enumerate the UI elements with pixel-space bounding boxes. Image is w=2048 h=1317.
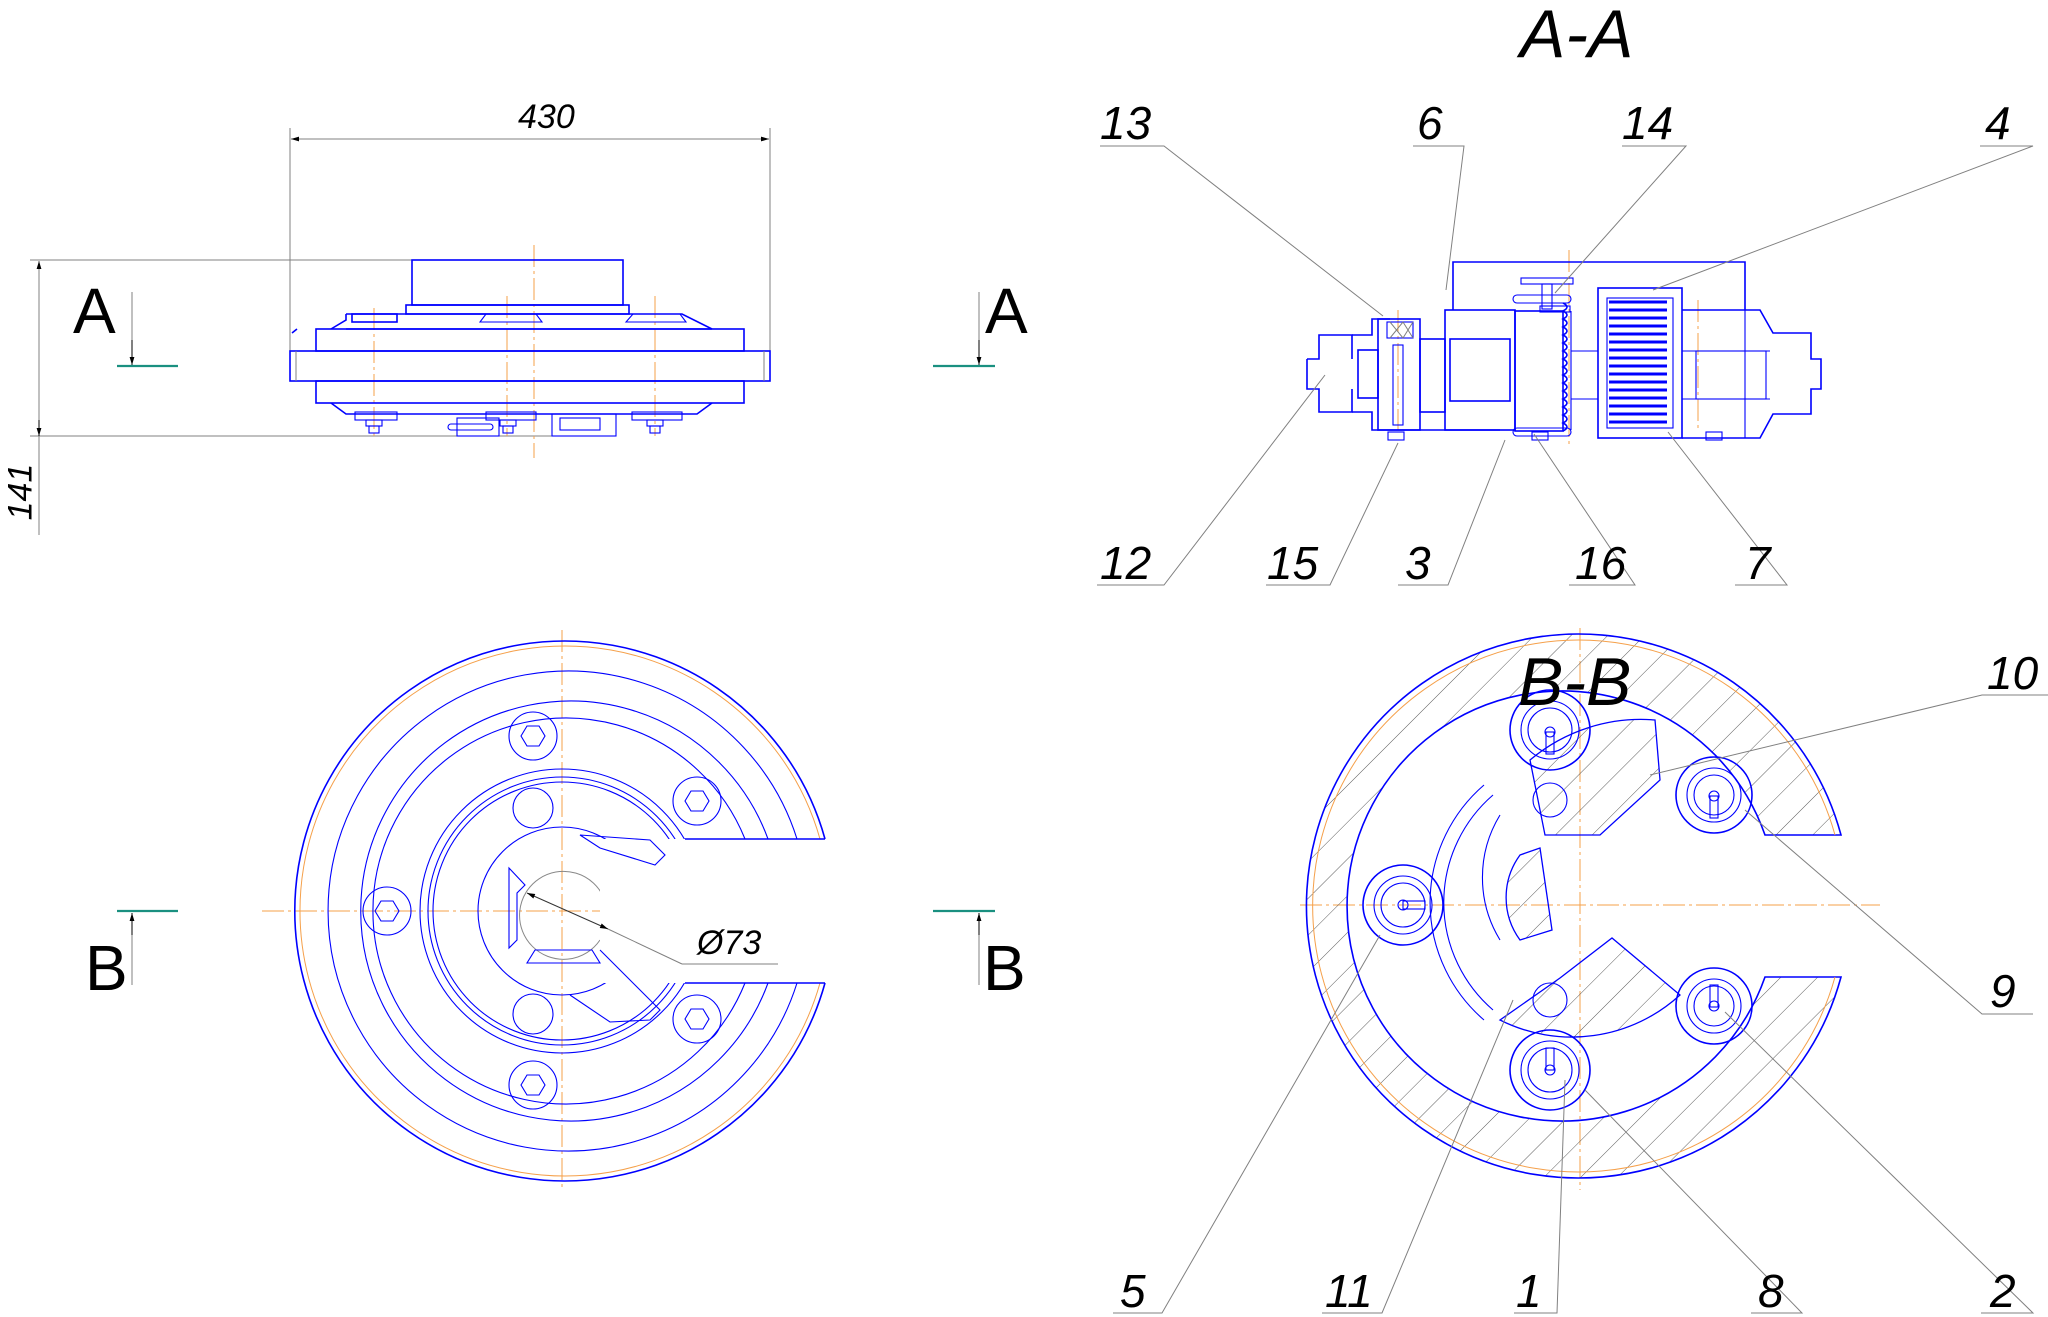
callout-14: 14 <box>1622 97 1674 149</box>
pin-assemblies <box>1362 689 1753 1111</box>
section-aa-title: A-A <box>1520 0 1634 72</box>
section-aa-view <box>1097 145 2034 586</box>
callout-11: 11 <box>1325 1265 1373 1317</box>
section-marker-b-right: B <box>983 932 1026 1004</box>
callout-15: 15 <box>1267 537 1319 589</box>
height-dimension-label: 141 <box>1 463 40 521</box>
bolt-heads <box>362 711 722 1110</box>
callout-6: 6 <box>1417 97 1443 149</box>
section-marker-a-left: A <box>73 275 116 347</box>
callout-5: 5 <box>1120 1265 1146 1317</box>
callout-1: 1 <box>1516 1265 1542 1317</box>
callout-8: 8 <box>1758 1265 1784 1317</box>
section-bb-title: B-B <box>1518 644 1632 720</box>
top-view <box>117 630 995 1190</box>
callout-4: 4 <box>1985 97 2011 149</box>
section-marker-a-right: A <box>985 275 1028 347</box>
section-bb-view <box>1113 628 2048 1314</box>
gear-teeth <box>1609 300 1667 424</box>
width-dimension-label: 430 <box>518 98 575 136</box>
callout-3: 3 <box>1405 537 1431 589</box>
callout-10: 10 <box>1987 647 2039 699</box>
diameter-dimension-label: Ø73 <box>697 924 762 962</box>
front-view <box>30 128 995 535</box>
callout-7: 7 <box>1745 537 1771 589</box>
callout-9: 9 <box>1990 965 2016 1017</box>
callout-2: 2 <box>1990 1265 2016 1317</box>
callout-13: 13 <box>1100 97 1152 149</box>
callout-12: 12 <box>1100 537 1152 589</box>
callout-16: 16 <box>1575 537 1627 589</box>
section-marker-b-left: B <box>85 932 128 1004</box>
